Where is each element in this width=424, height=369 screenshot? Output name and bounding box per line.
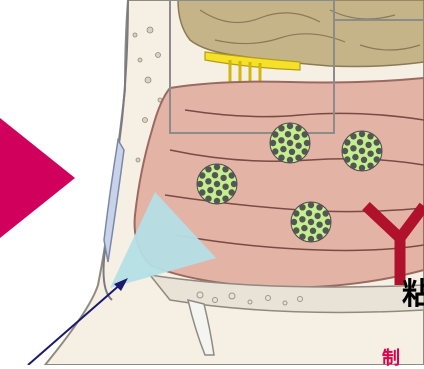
red-label: 制 bbox=[382, 350, 400, 368]
magenta-arrow bbox=[0, 118, 75, 238]
virus-particle-2 bbox=[342, 131, 382, 171]
mucosa-label: 粘 bbox=[402, 278, 424, 312]
virus-particle-1 bbox=[270, 123, 310, 163]
virus-particle-4 bbox=[291, 202, 331, 242]
virus-particle-3 bbox=[197, 164, 237, 204]
